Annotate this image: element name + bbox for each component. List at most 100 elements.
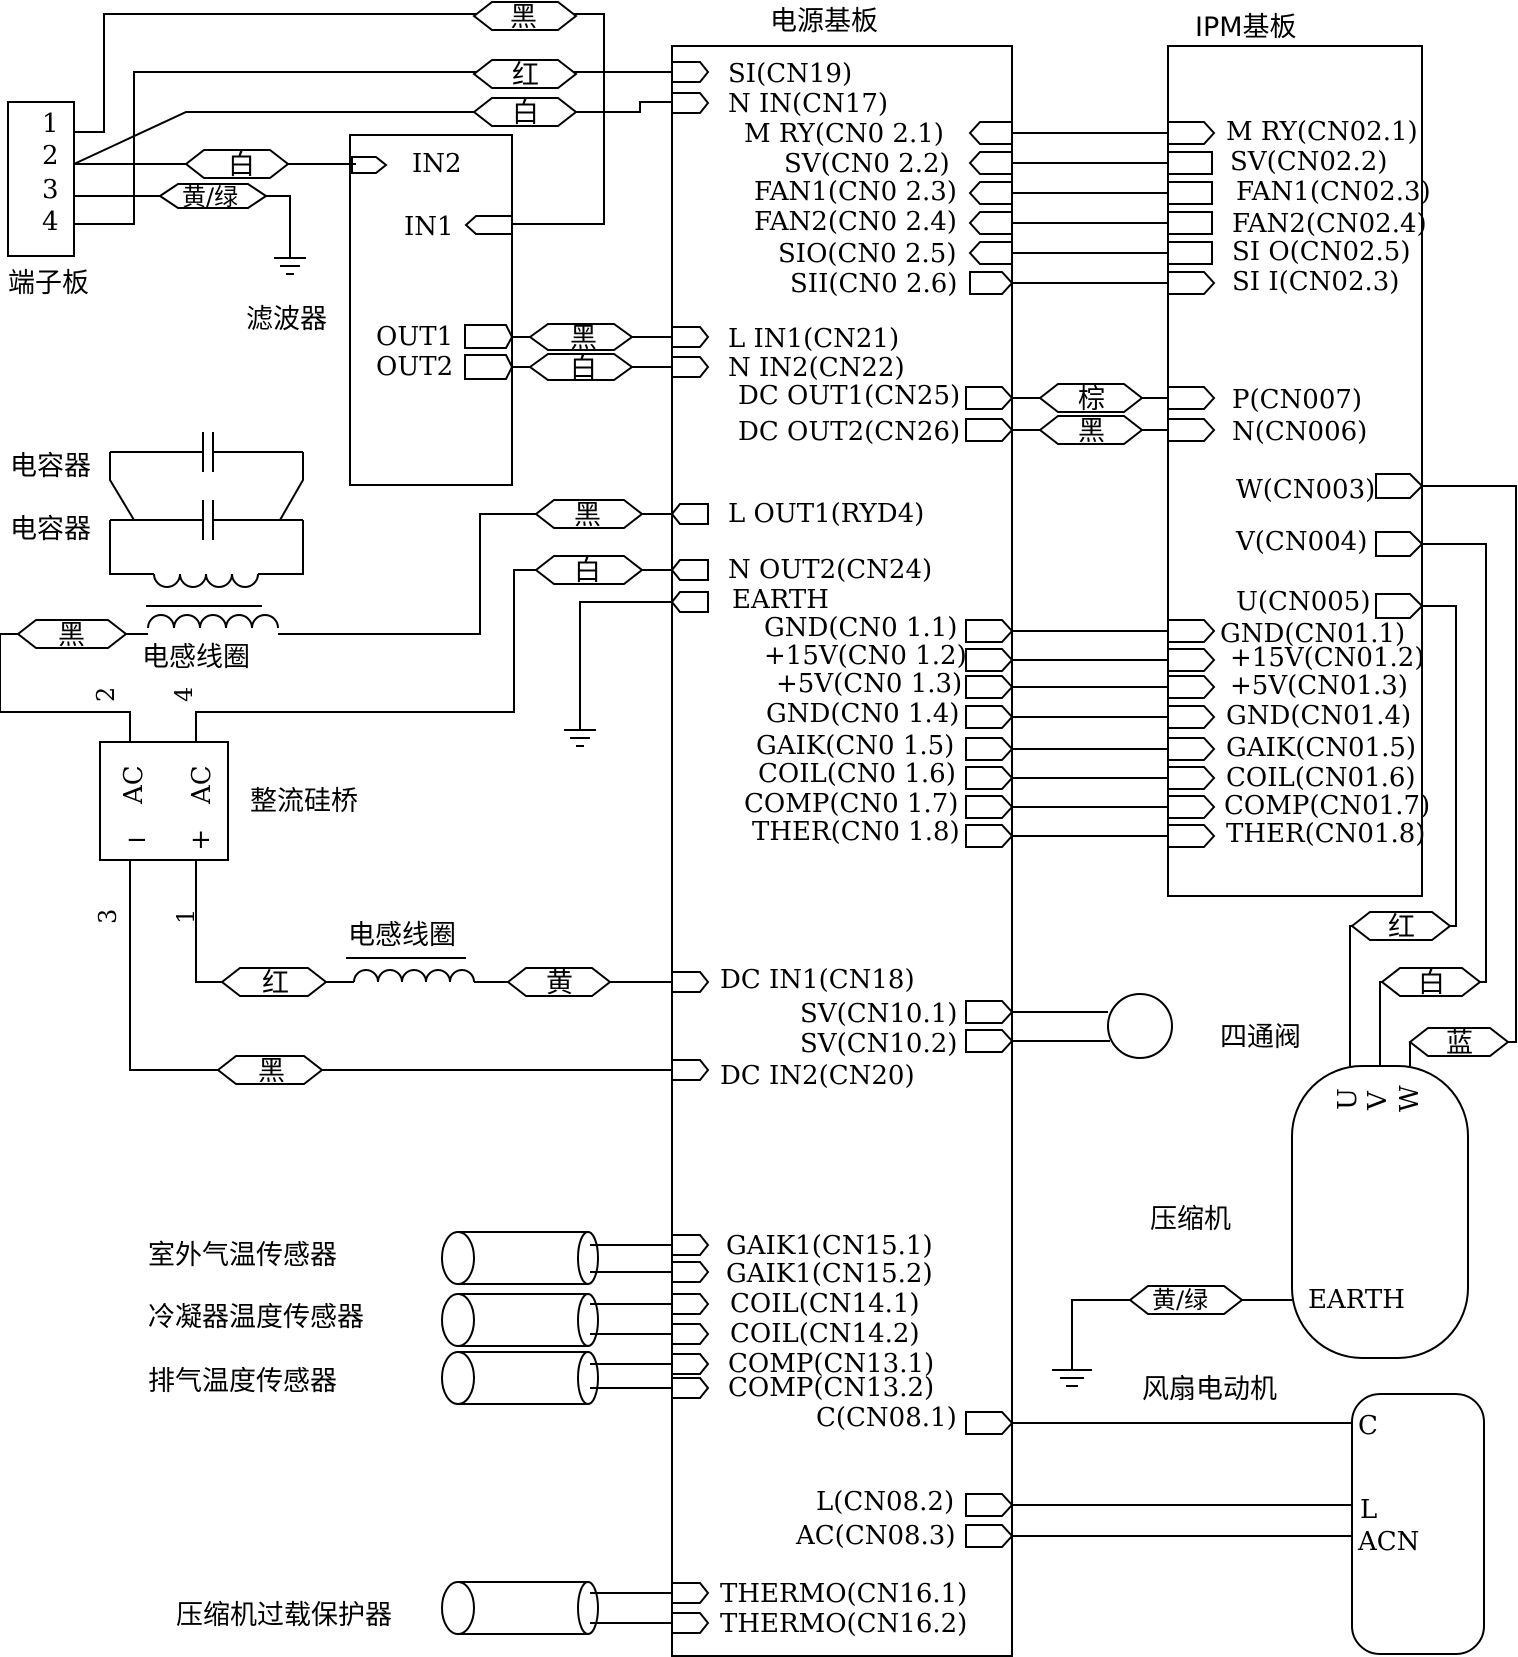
ipm-label-p15: +15V(CN01.2) (1230, 643, 1424, 673)
pin-nin2 (671, 356, 710, 378)
label-nin2: N IN2(CN22) (728, 353, 905, 383)
label-th2: THERMO(CN16.2) (720, 1609, 967, 1639)
label-c: C(CN08.1) (816, 1403, 957, 1433)
label-dcin1: DC IN1(CN18) (720, 965, 915, 995)
fan-c: C (1358, 1411, 1378, 1441)
terminal-wires (73, 13, 672, 275)
wire-color-tags: 黑 红 白 白 黄/绿 黑 白 棕 黑 黑 白 黑 红 黄 黑 红 白 蓝 黄/… (16, 1, 1510, 1315)
pin-sv1 (965, 1000, 1014, 1024)
ipm-label-gnd4: GND(CN01.4) (1226, 701, 1411, 731)
wire-tag-text: 黄 (546, 968, 573, 999)
compressor-label: 压缩机 (1150, 1204, 1231, 1235)
pin-lout1 (670, 503, 709, 525)
pin-l (965, 1493, 1014, 1517)
wire-tag-black-lout: 黑 (534, 499, 644, 531)
ipm-board-connectors: M RY(CN02.1) SV(CN02.2) FAN1(CN02.3) FAN… (1167, 117, 1431, 849)
outdoor-temp-sensor: 室外气温传感器 (148, 1231, 672, 1285)
label-sii: SII(CN0 2.6) (790, 269, 957, 299)
wire-tag-black-top: 黑 (472, 1, 578, 33)
wire-tag-text: 黑 (58, 620, 85, 651)
wire-tag-red-dc: 红 (220, 967, 328, 999)
filter-in1: IN1 (404, 212, 454, 242)
wire-tag-white-filter: 白 (184, 149, 290, 181)
compressor: U V W 压缩机 EARTH (1150, 1065, 1469, 1359)
label-si: SI(CN19) (728, 59, 852, 89)
fan-motor: 风扇电动机 C L ACN (1012, 1374, 1485, 1655)
wire-tag-brown: 棕 (1038, 383, 1144, 415)
label-lout1: L OUT1(RYD4) (728, 499, 924, 529)
exhaust-temp-sensor: 排气温度传感器 (148, 1351, 672, 1405)
ipm-label-ther: THER(CN01.8) (1226, 819, 1425, 849)
bridge-ac-2: AC (187, 765, 217, 805)
filter-in2: IN2 (412, 149, 462, 179)
wire-tag-white-out2: 白 (528, 353, 634, 384)
bridge-minus: − (126, 825, 148, 855)
label-comp: COMP(CN0 1.7) (744, 789, 958, 819)
ipm-label-gaik: GAIK(CN01.5) (1226, 733, 1416, 763)
sensor-label-condenser: 冷凝器温度传感器 (148, 1302, 364, 1333)
pin-gnd4 (965, 705, 1014, 729)
dc-wires: 电感线圈 (129, 860, 672, 1071)
label-nout2: N OUT2(CN24) (728, 555, 932, 585)
pin-th2 (671, 1612, 710, 1634)
label-nin: N IN(CN17) (728, 89, 888, 119)
wire-tag-text: 棕 (1078, 384, 1105, 415)
bridge-pin-4: 4 (170, 687, 198, 702)
label-ac: AC(CN08.3) (795, 1521, 956, 1551)
ipm-label-fan1: FAN1(CN02.3) (1236, 177, 1431, 207)
wire-tag-text: 黑 (570, 323, 597, 354)
pin-gaik1b (671, 1261, 710, 1283)
pin-fan2 (968, 211, 1013, 235)
label-gnd1: GND(CN0 1.1) (764, 613, 957, 643)
terminal-pin-4: 4 (42, 207, 59, 237)
pin-lin1 (671, 326, 710, 348)
ipm-label-gnd1: GND(CN01.1) (1220, 619, 1405, 649)
pin-ther (965, 824, 1014, 848)
ipm-label-w: W(CN003) (1236, 475, 1375, 505)
pin-earth (670, 591, 709, 613)
pin-th1 (671, 1582, 710, 1604)
comp-earth: EARTH (1308, 1285, 1405, 1315)
filter-out2: OUT2 (376, 352, 453, 382)
comp-w: W (1395, 1085, 1425, 1112)
ipm-label-comp: COMP(CN01.7) (1224, 791, 1430, 821)
terminal-block: 1 2 3 4 端子板 (7, 101, 89, 299)
bridge-pin-3: 3 (94, 909, 122, 924)
wire-tag-text: 黑 (574, 500, 601, 531)
power-board: 电源基板 (671, 6, 1013, 1657)
rectifier-bridge: AC AC − + 2 4 3 1 整流硅桥 (92, 687, 358, 924)
wire-tag-white-nout: 白 (534, 555, 644, 587)
wire-tag-blue-w: 蓝 (1408, 1027, 1510, 1059)
wire-tag-white-top: 白 (472, 97, 578, 129)
pin-nin (671, 92, 710, 114)
board-to-board-wires (1012, 132, 1168, 837)
wire-tag-text: 白 (512, 98, 539, 129)
compressor-overload-protector: 压缩机过载保护器 (176, 1581, 672, 1635)
ipm-label-p5: +5V(CN01.3) (1230, 671, 1408, 701)
pin-mry (968, 121, 1013, 145)
pin-coila (671, 1293, 710, 1315)
pin-gaik (965, 737, 1014, 761)
wire-tag-red-u: 红 (1350, 911, 1452, 943)
capacitor-label-2: 电容器 (10, 514, 91, 545)
label-coil: COIL(CN0 1.6) (758, 759, 956, 789)
pin-sv (968, 151, 1013, 175)
pin-compb (671, 1377, 710, 1399)
pin-dcout2 (965, 418, 1014, 442)
pin-coil (965, 766, 1014, 790)
sensor-label-overload: 压缩机过载保护器 (176, 1600, 392, 1631)
label-coilb: COIL(CN14.2) (730, 1319, 920, 1349)
label-fan2: FAN2(CN0 2.4) (754, 207, 957, 237)
pin-sii (969, 271, 1014, 295)
capacitor-bank: 电容器 电容器 电感线圈 (10, 432, 304, 673)
pin-comp (965, 795, 1014, 819)
ipm-label-v: V(CN004) (1235, 527, 1367, 557)
power-board-title: 电源基板 (770, 6, 878, 37)
wire-tag-red-top: 红 (472, 59, 578, 91)
pin-p5 (965, 675, 1014, 699)
wire-tag-text: 黑 (510, 2, 537, 33)
comp-u: U (1333, 1088, 1363, 1110)
pin-coilb (671, 1323, 710, 1345)
label-p15: +15V(CN0 1.2) (764, 641, 967, 671)
filter-out1: OUT1 (376, 322, 453, 352)
